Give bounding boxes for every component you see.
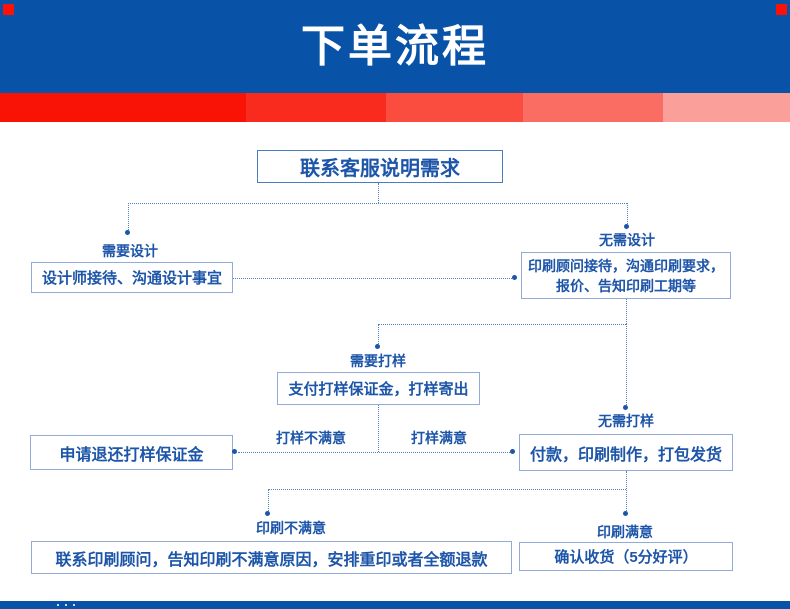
connector-line <box>626 299 627 324</box>
connector-dot <box>623 511 628 516</box>
connector-line <box>233 278 512 279</box>
connector-line <box>626 471 627 511</box>
stripe-segment <box>386 93 523 122</box>
connector-dot <box>624 224 629 229</box>
connector-dot <box>623 405 628 410</box>
stripe-segment <box>663 93 790 122</box>
flow-box-confirm-receipt: 确认收货（5分好评） <box>519 542 733 571</box>
connector-dot <box>125 230 130 235</box>
connector-dot <box>512 275 517 280</box>
corner-accent-left <box>3 4 14 15</box>
stripe-segment <box>0 93 246 122</box>
stripe-segment <box>523 93 663 122</box>
label-print-unsatisfied: 印刷不满意 <box>256 520 326 536</box>
connector-line <box>378 324 626 325</box>
page-title: 下单流程 <box>301 22 489 71</box>
label-proof-unsatisfied: 打样不满意 <box>276 430 346 446</box>
label-need-design: 需要设计 <box>102 243 158 259</box>
flow-box-print-consultant-line2: 报价、告知印刷工期等 <box>556 277 696 294</box>
connector-line <box>128 203 627 204</box>
stripe-segment <box>246 93 386 122</box>
footer-mark <box>65 604 67 606</box>
connector-line <box>626 324 627 405</box>
red-stripe <box>0 93 790 122</box>
connector-line <box>627 203 628 224</box>
connector-dot <box>375 344 380 349</box>
connector-line <box>378 405 379 452</box>
label-no-design: 无需设计 <box>599 232 655 248</box>
header-banner: 下单流程 <box>0 0 790 93</box>
flow-box-print-consultant: 印刷顾问接待，沟通印刷要求， 报价、告知印刷工期等 <box>521 252 731 299</box>
flow-box-reprint-or-refund: 联系印刷顾问，告知印刷不满意原因，安排重印或者全额退款 <box>31 541 512 574</box>
label-no-proof: 无需打样 <box>598 413 654 429</box>
flow-box-refund-deposit: 申请退还打样保证金 <box>30 435 233 470</box>
connector-line <box>268 489 626 490</box>
connector-line <box>238 452 510 453</box>
connector-dot <box>232 449 237 454</box>
footer-mark <box>73 604 75 606</box>
flow-box-pay-proof-deposit: 支付打样保证金，打样寄出 <box>277 372 480 405</box>
label-print-satisfied: 印刷满意 <box>597 524 653 540</box>
connector-line <box>378 324 379 344</box>
corner-accent-right <box>776 4 787 15</box>
footer-mark <box>57 604 59 606</box>
connector-line <box>378 183 379 203</box>
connector-dot <box>510 449 515 454</box>
flow-box-designer-reception: 设计师接待、沟通设计事宜 <box>31 262 233 293</box>
flow-box-print-consultant-line1: 印刷顾问接待，沟通印刷要求， <box>528 257 724 274</box>
connector-line <box>128 203 129 230</box>
flow-box-pay-and-ship: 付款，印刷制作，打包发货 <box>519 434 733 471</box>
footer-bar <box>0 601 790 609</box>
connector-line <box>268 489 269 511</box>
flow-box-contact-service: 联系客服说明需求 <box>257 150 503 183</box>
label-need-proof: 需要打样 <box>350 353 406 369</box>
connector-dot <box>265 511 270 516</box>
label-proof-satisfied: 打样满意 <box>411 430 467 446</box>
